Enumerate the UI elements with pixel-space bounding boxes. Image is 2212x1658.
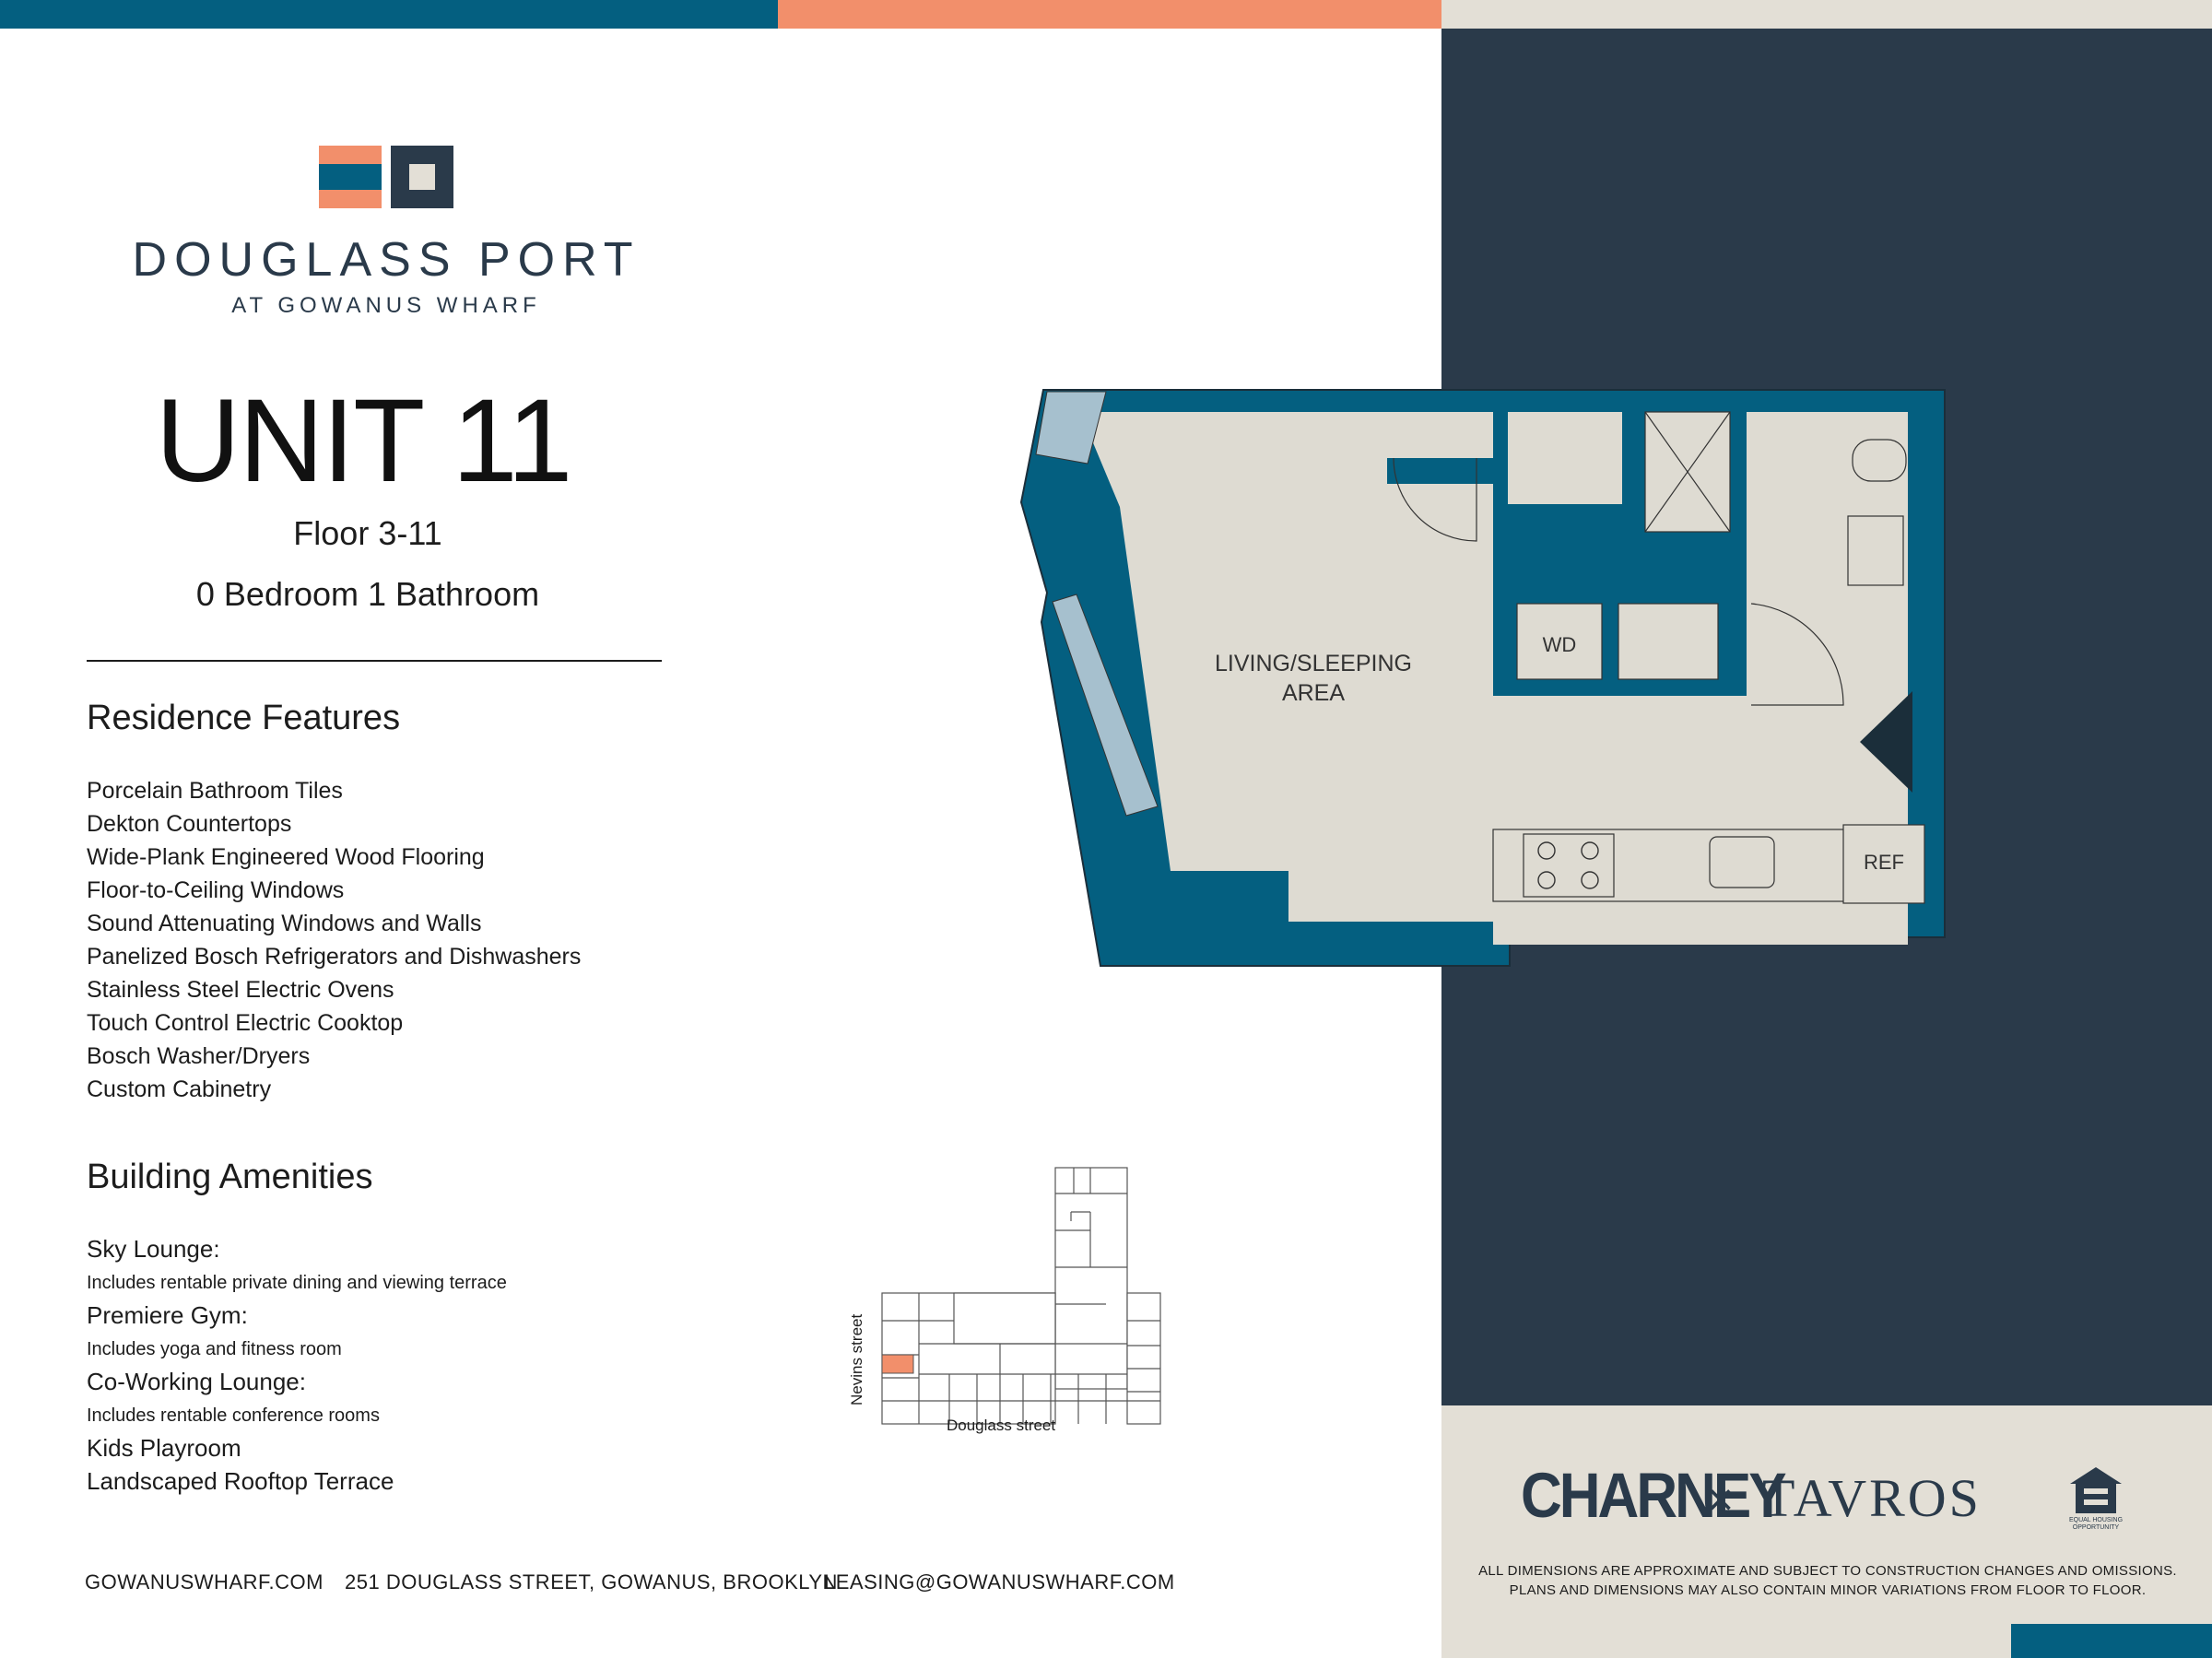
- logo-framed-square: [391, 146, 453, 208]
- key-plan-tower-wing: [1054, 1167, 1128, 1390]
- amenity-title: Sky Lounge:: [87, 1235, 220, 1263]
- corner-accent-block: [2011, 1624, 2212, 1658]
- website-link[interactable]: GOWANUSWHARF.COM: [85, 1570, 324, 1593]
- partner-separator: ×: [1707, 1474, 1735, 1525]
- window-upper: [1035, 391, 1107, 464]
- disclaimer: ALL DIMENSIONS ARE APPROXIMATE AND SUBJE…: [1456, 1561, 2199, 1600]
- cooktop-icon: [1523, 833, 1615, 898]
- partner-footer-panel: [1441, 1405, 2212, 1658]
- logo-striped-square: [319, 146, 382, 208]
- refrigerator-label: REF: [1864, 851, 1904, 874]
- door-swing: [1750, 603, 1844, 706]
- bathroom-sink-icon: [1847, 515, 1904, 586]
- email-link[interactable]: LEASING@GOWANUSWHARF.COM: [824, 1570, 1175, 1593]
- residence-features-heading: Residence Features: [87, 699, 401, 737]
- kitchen-sink-icon: [1709, 836, 1775, 888]
- list-item: Dekton Countertops: [87, 811, 292, 837]
- window-lower: [1052, 594, 1159, 817]
- street-label-douglass: Douglass street: [947, 1417, 1055, 1434]
- key-plan-east-wing: [1126, 1292, 1161, 1425]
- amenity-title: Landscaped Rooftop Terrace: [87, 1467, 394, 1495]
- storage-closet: [1618, 603, 1719, 680]
- street-label-nevins: Nevins street: [848, 1314, 865, 1405]
- disclaimer-line: PLANS AND DIMENSIONS MAY ALSO CONTAIN MI…: [1509, 1582, 2147, 1598]
- top-bar-orange: [778, 0, 1441, 29]
- room-label: AREA: [1282, 680, 1345, 706]
- list-item: Wide-Plank Engineered Wood Flooring: [87, 844, 485, 870]
- amenity-title: Co-Working Lounge:: [87, 1368, 306, 1395]
- key-plan-unit-highlight: [881, 1354, 914, 1374]
- list-item: Bosch Washer/Dryers: [87, 1043, 311, 1069]
- list-item: Touch Control Electric Cooktop: [87, 1010, 404, 1036]
- equal-housing-icon: [2070, 1467, 2122, 1513]
- tavros-logo: TAVROS: [1762, 1468, 1982, 1528]
- door-swing: [1393, 457, 1477, 542]
- unit-floor-plan: WD REF LIVING/SLEEPING AREA: [1019, 389, 1946, 967]
- list-item: Sound Attenuating Windows and Walls: [87, 911, 482, 936]
- kitchen-counter: [1492, 829, 1909, 902]
- building-amenities-heading: Building Amenities: [87, 1158, 373, 1196]
- brand-subtitle: AT GOWANUS WHARF: [231, 293, 541, 318]
- closet: [1508, 412, 1622, 504]
- address-text: 251 DOUGLASS STREET, GOWANUS, BROOKLYN: [345, 1570, 838, 1593]
- bathroom: [1747, 412, 1908, 672]
- unit-floor: Floor 3-11: [293, 514, 442, 552]
- list-item: Floor-to-Ceiling Windows: [87, 877, 345, 903]
- list-item: Porcelain Bathroom Tiles: [87, 778, 343, 804]
- top-bar-cream: [1441, 0, 2212, 29]
- list-item: Custom Cabinetry: [87, 1076, 272, 1102]
- residence-features-list: Porcelain Bathroom Tiles Dekton Countert…: [87, 774, 581, 1106]
- charney-logo: CHARNEY: [1521, 1461, 1787, 1532]
- brand-name: DOUGLASS PORT: [132, 233, 641, 287]
- toilet-icon: [1852, 439, 1907, 482]
- amenity-title: Premiere Gym:: [87, 1301, 248, 1329]
- washer-dryer: [1516, 603, 1603, 680]
- top-bar-teal: [0, 0, 778, 29]
- amenity-title: Kids Playroom: [87, 1434, 241, 1462]
- amenity-description: Includes yoga and fitness room: [87, 1339, 342, 1359]
- key-plan-map: Nevins street Douglass street: [848, 1167, 1161, 1434]
- list-item: Stainless Steel Electric Ovens: [87, 977, 394, 1003]
- washer-dryer-label: WD: [1543, 633, 1577, 656]
- unit-title: UNIT 11: [155, 375, 573, 507]
- list-item: Panelized Bosch Refrigerators and Dishwa…: [87, 944, 582, 970]
- floor-plan-interior: [1080, 412, 1908, 945]
- entry-arrow-icon: [1860, 691, 1912, 793]
- section-divider: [87, 660, 662, 662]
- room-label: LIVING/SLEEPING: [1215, 651, 1412, 676]
- amenity-description: Includes rentable private dining and vie…: [87, 1273, 507, 1293]
- amenity-description: Includes rentable conference rooms: [87, 1405, 380, 1426]
- equal-housing-label: EQUAL HOUSING OPPORTUNITY: [2068, 1517, 2124, 1531]
- refrigerator: [1842, 824, 1925, 904]
- unit-bed-bath: 0 Bedroom 1 Bathroom: [195, 575, 540, 613]
- brand-logo-mark: [319, 146, 453, 208]
- disclaimer-line: ALL DIMENSIONS ARE APPROXIMATE AND SUBJE…: [1478, 1563, 2177, 1579]
